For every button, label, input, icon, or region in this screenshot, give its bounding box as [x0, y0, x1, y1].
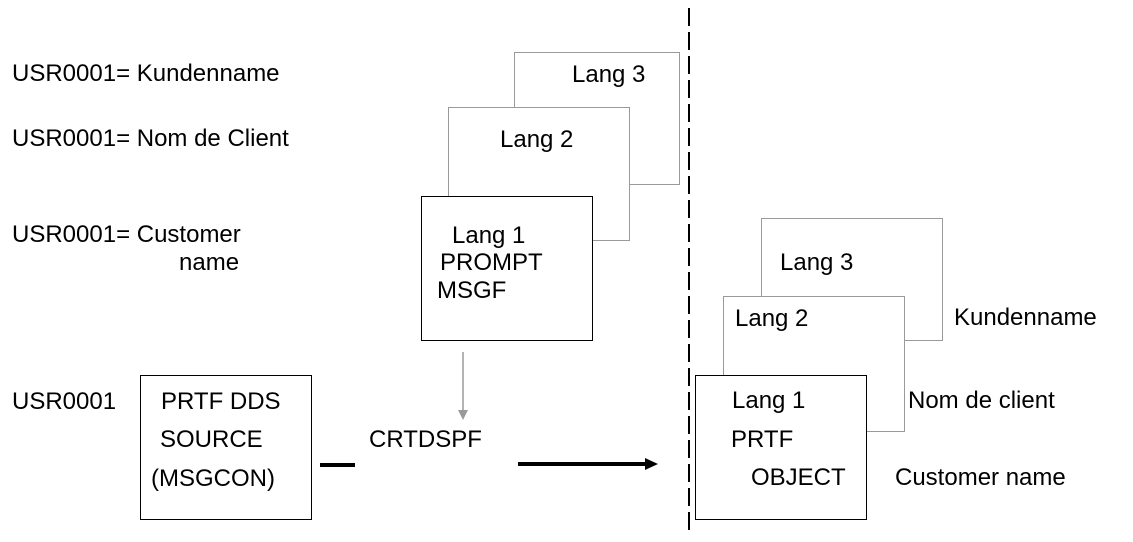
- source-line-msgcon: (MSGCON): [151, 465, 275, 492]
- prtf-source-box: PRTF DDS SOURCE (MSGCON): [140, 375, 312, 520]
- object-lang2-label: Lang 2: [735, 305, 809, 332]
- prompt-lang2-label: Lang 2: [500, 126, 574, 153]
- object-object-label: OBJECT: [751, 464, 846, 491]
- source-line-prtf-dds: PRTF DDS: [161, 388, 281, 415]
- msgf-label: MSGF: [437, 277, 507, 304]
- object-lang1-label: Lang 1: [732, 387, 806, 414]
- prompt-msgf-box: Lang 1 PROMPT MSGF: [421, 196, 593, 341]
- usr-label-french: USR0001= Nom de Client: [12, 125, 289, 152]
- prompt-lang3-label: Lang 3: [572, 61, 646, 88]
- object-lang3-label: Lang 3: [780, 249, 854, 276]
- usr-label-source: USR0001: [12, 388, 117, 415]
- source-line-source: SOURCE: [160, 426, 263, 453]
- right-label-german: Kundenname: [954, 304, 1097, 331]
- right-label-english: Customer name: [895, 464, 1066, 491]
- right-label-french: Nom de client: [908, 387, 1055, 414]
- usr-label-german: USR0001= Kundenname: [12, 60, 280, 87]
- command-to-object-arrowhead: [645, 458, 658, 470]
- prompt-lang1-label: Lang 1: [452, 222, 526, 249]
- usr-label-english-continued: name: [179, 249, 240, 276]
- crtdspf-command-label: CRTDSPF: [369, 426, 482, 453]
- prompt-label: PROMPT: [440, 249, 543, 276]
- usr-label-english: USR0001= Customer: [12, 221, 241, 248]
- object-prtf-label: PRTF: [731, 426, 794, 453]
- prtf-object-box: Lang 1 PRTF OBJECT: [695, 375, 867, 520]
- prompt-to-command-arrowhead: [458, 410, 468, 420]
